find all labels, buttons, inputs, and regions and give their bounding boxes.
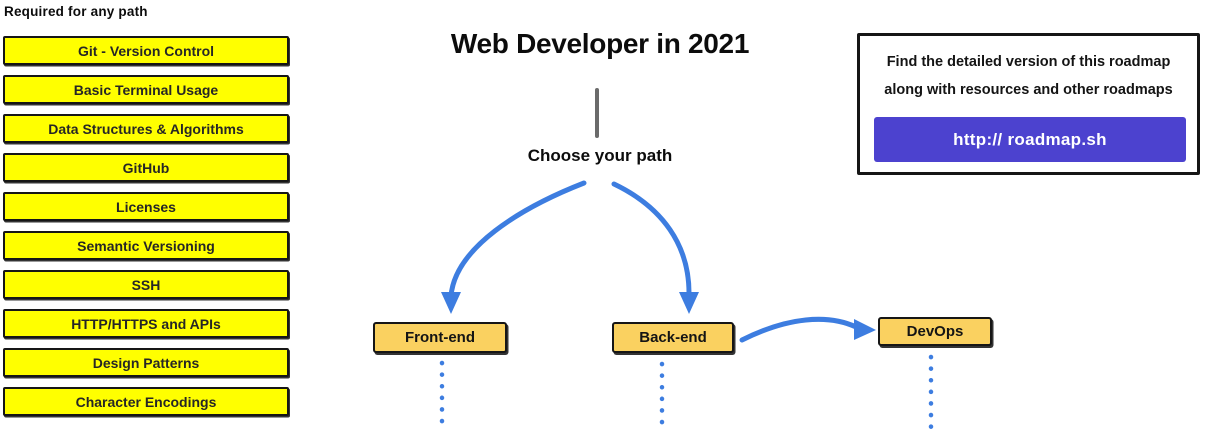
- sidebar-item-semantic-versioning[interactable]: Semantic Versioning: [3, 231, 289, 260]
- arrow-to-backend: [611, 181, 692, 299]
- arrowhead-backend-icon: [679, 292, 699, 314]
- roadmap-url-button[interactable]: http:// roadmap.sh: [874, 117, 1186, 162]
- sidebar-item-github[interactable]: GitHub: [3, 153, 289, 182]
- roadmap-info-box: Find the detailed version of this roadma…: [857, 33, 1200, 175]
- sidebar-item-basic-terminal-usage[interactable]: Basic Terminal Usage: [3, 75, 289, 104]
- sidebar-item-character-encodings[interactable]: Character Encodings: [3, 387, 289, 416]
- page-title: Web Developer in 2021: [450, 28, 750, 59]
- sidebar-item-licenses[interactable]: Licenses: [3, 192, 289, 221]
- info-text-line1: Find the detailed version of this roadma…: [886, 54, 1171, 70]
- arrowhead-frontend-icon: [441, 292, 461, 314]
- sidebar-item-git-version-control[interactable]: Git - Version Control: [3, 36, 289, 65]
- arrow-backend-to-devops: [739, 316, 859, 343]
- node-front-end[interactable]: Front-end: [373, 322, 507, 353]
- node-devops[interactable]: DevOps: [878, 317, 992, 346]
- sidebar-item-data-structures-algorithms[interactable]: Data Structures & Algorithms: [3, 114, 289, 143]
- choose-path-label: Choose your path: [527, 146, 673, 165]
- trunk-line: [595, 88, 599, 138]
- arrowhead-devops-icon: [854, 319, 876, 340]
- info-text-line2: along with resources and other roadmaps: [884, 82, 1173, 98]
- sidebar-item-ssh[interactable]: SSH: [3, 270, 289, 299]
- sidebar-item-http-https-and-apis[interactable]: HTTP/HTTPS and APIs: [3, 309, 289, 338]
- sidebar-item-design-patterns[interactable]: Design Patterns: [3, 348, 289, 377]
- required-section-heading: Required for any path: [4, 4, 148, 19]
- arrow-to-frontend: [448, 180, 587, 299]
- node-back-end[interactable]: Back-end: [612, 322, 734, 353]
